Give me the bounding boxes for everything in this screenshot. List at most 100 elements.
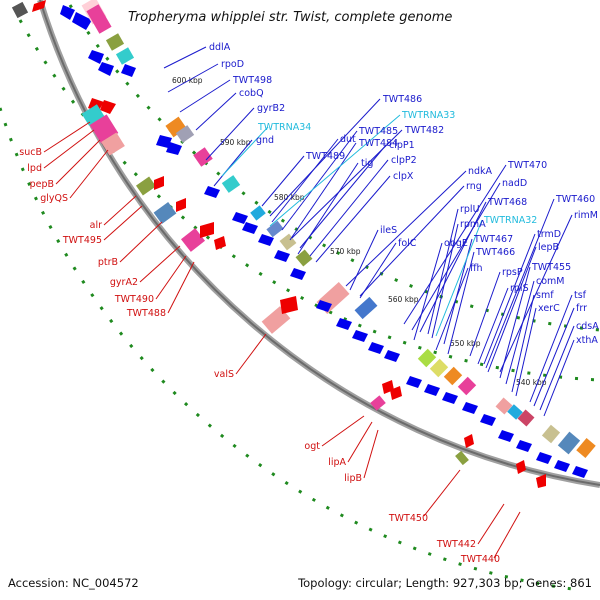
cds-block[interactable]	[507, 404, 523, 420]
gene-label[interactable]: lepB	[538, 242, 559, 253]
cds-block[interactable]	[221, 175, 241, 193]
cds-block[interactable]	[266, 220, 284, 238]
cds-block[interactable]	[443, 366, 463, 386]
cds-arrow[interactable]	[406, 376, 422, 388]
cds-block[interactable]	[105, 33, 125, 51]
gene-label[interactable]: glyQS	[40, 193, 68, 204]
cds-block[interactable]	[370, 395, 386, 411]
gene-label[interactable]: TWT470	[507, 160, 547, 171]
cds-arrow[interactable]	[88, 50, 104, 64]
gene-label[interactable]: TWT455	[531, 262, 571, 273]
gene-label[interactable]: frr	[576, 303, 587, 314]
gene-label[interactable]: comM	[536, 276, 565, 287]
rna-label[interactable]: TWTRNA34	[257, 122, 311, 133]
gene-label[interactable]: gyrA2	[110, 277, 138, 288]
cds-block[interactable]	[180, 228, 206, 252]
cds-block[interactable]	[86, 4, 112, 34]
cds-arrow[interactable]	[442, 392, 458, 404]
cds-arrow[interactable]	[424, 384, 440, 396]
cds-block[interactable]	[153, 202, 177, 224]
gene-label[interactable]: xerC	[538, 303, 560, 314]
cds-arrow[interactable]	[572, 466, 588, 478]
cds-arrow[interactable]	[280, 296, 298, 314]
gene-label[interactable]: TWT490	[114, 294, 154, 305]
cds-block[interactable]	[541, 424, 561, 444]
cds-block[interactable]	[115, 47, 135, 65]
cds-block[interactable]	[495, 397, 513, 415]
cds-block[interactable]	[295, 249, 313, 267]
gene-label[interactable]: gyrB2	[257, 103, 285, 114]
cds-arrow[interactable]	[200, 222, 214, 238]
cds-arrow[interactable]	[554, 460, 570, 472]
cds-arrow[interactable]	[72, 12, 92, 30]
gene-label[interactable]: obgE	[444, 238, 468, 249]
gene-label[interactable]: xthA	[576, 335, 598, 346]
cds-arrow[interactable]	[274, 250, 290, 262]
cds-block[interactable]	[175, 125, 195, 143]
cds-block[interactable]	[250, 205, 266, 221]
gene-label[interactable]: rplS	[510, 283, 529, 294]
cds-block[interactable]	[576, 438, 596, 458]
gene-label[interactable]: gnd	[256, 135, 274, 146]
cds-block[interactable]	[429, 358, 449, 378]
gene-label[interactable]: folC	[398, 238, 417, 249]
gene-label[interactable]: rng	[466, 181, 482, 192]
cds-arrow[interactable]	[32, 0, 46, 12]
cds-arrow[interactable]	[121, 64, 136, 77]
cds-arrow[interactable]	[166, 142, 182, 155]
gene-label[interactable]: TWT460	[555, 194, 595, 205]
gene-label[interactable]: TWT442	[436, 539, 476, 550]
gene-label[interactable]: rpmA	[460, 219, 486, 230]
gene-label[interactable]: cobQ	[239, 88, 264, 99]
gene-label[interactable]: TWT498	[232, 75, 272, 86]
gene-label[interactable]: TWT450	[388, 513, 428, 524]
cds-block[interactable]	[11, 1, 29, 19]
cds-arrow[interactable]	[316, 300, 332, 312]
gene-label[interactable]: TWT482	[404, 125, 444, 136]
gene-label[interactable]: sucB	[19, 147, 42, 158]
gene-label[interactable]: TWT484	[358, 138, 398, 149]
gene-label[interactable]: cdsA	[576, 321, 599, 332]
cds-block[interactable]	[457, 376, 477, 396]
cds-arrow[interactable]	[154, 176, 164, 190]
gene-label[interactable]: ddlA	[209, 42, 231, 53]
gene-label[interactable]: clpP2	[391, 155, 417, 166]
gene-label[interactable]: alr	[90, 220, 102, 231]
gene-label[interactable]: TWT488	[126, 308, 166, 319]
cds-arrow[interactable]	[462, 402, 478, 414]
gene-label[interactable]: tsf	[574, 290, 587, 301]
gene-label[interactable]: TWT467	[473, 234, 513, 245]
cds-block[interactable]	[417, 348, 437, 368]
gene-label[interactable]: TWT468	[487, 197, 527, 208]
cds-arrow[interactable]	[480, 414, 496, 426]
cds-block[interactable]	[193, 147, 213, 167]
gene-label[interactable]: valS	[214, 369, 234, 380]
cds-arrow[interactable]	[516, 440, 532, 452]
cds-arrow[interactable]	[176, 198, 186, 212]
gene-label[interactable]: clpX	[393, 171, 414, 182]
gene-label[interactable]: ileS	[380, 225, 397, 236]
gene-label[interactable]: tig	[361, 158, 373, 169]
gene-label[interactable]: TWT486	[382, 94, 422, 105]
cds-arrow[interactable]	[384, 350, 400, 362]
cds-arrow[interactable]	[204, 186, 220, 198]
gene-label[interactable]: lipA	[328, 457, 346, 468]
gene-label[interactable]: ffh	[470, 263, 483, 274]
gene-label[interactable]: ogt	[304, 441, 320, 452]
cds-arrow[interactable]	[368, 342, 384, 354]
cds-arrow[interactable]	[498, 430, 514, 442]
cds-arrow[interactable]	[156, 135, 172, 148]
cds-block[interactable]	[165, 116, 187, 138]
gene-label[interactable]: trmD	[537, 229, 561, 240]
gene-label[interactable]: dut	[340, 134, 356, 145]
cds-arrow[interactable]	[100, 100, 116, 114]
cds-arrow[interactable]	[352, 330, 368, 342]
gene-label[interactable]: rplU	[460, 204, 480, 215]
cds-arrow[interactable]	[336, 318, 352, 330]
cds-block[interactable]	[557, 431, 581, 455]
rna-label[interactable]: TWTRNA33	[401, 110, 455, 121]
cds-arrow[interactable]	[536, 474, 546, 488]
gene-label[interactable]: rpoD	[221, 59, 244, 70]
cds-arrow[interactable]	[516, 460, 526, 474]
cds-block[interactable]	[517, 409, 535, 427]
